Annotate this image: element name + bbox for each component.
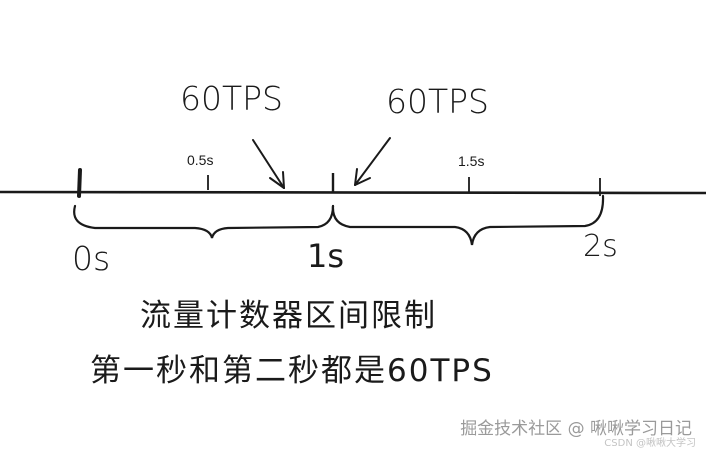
axis-label-0s: 0s — [72, 239, 110, 278]
tick-label-0-5s: 0.5s — [187, 152, 213, 168]
axis-label-1s: 1s — [307, 237, 344, 275]
tps-label-left: 60TPS — [180, 79, 283, 118]
caption-line-1: 流量计数器区间限制 — [140, 298, 437, 334]
caption-line-2: 第一秒和第二秒都是60TPS — [90, 353, 494, 389]
watermark-main: 掘金技术社区 @ 啾啾学习日记 — [460, 419, 692, 439]
axis-label-2s: 2s — [583, 229, 618, 264]
tick-label-1-5s: 1.5s — [458, 153, 484, 169]
arrow-right — [354, 137, 391, 186]
tick-0s — [77, 168, 82, 198]
arrow-left — [252, 139, 285, 189]
tps-label-right: 60TPS — [386, 82, 489, 121]
watermark-sub: CSDN @啾啾大学习 — [604, 438, 696, 449]
timeline-axis — [0, 190, 706, 195]
brace-first-second — [73, 204, 335, 239]
brace-second-second — [331, 194, 605, 246]
